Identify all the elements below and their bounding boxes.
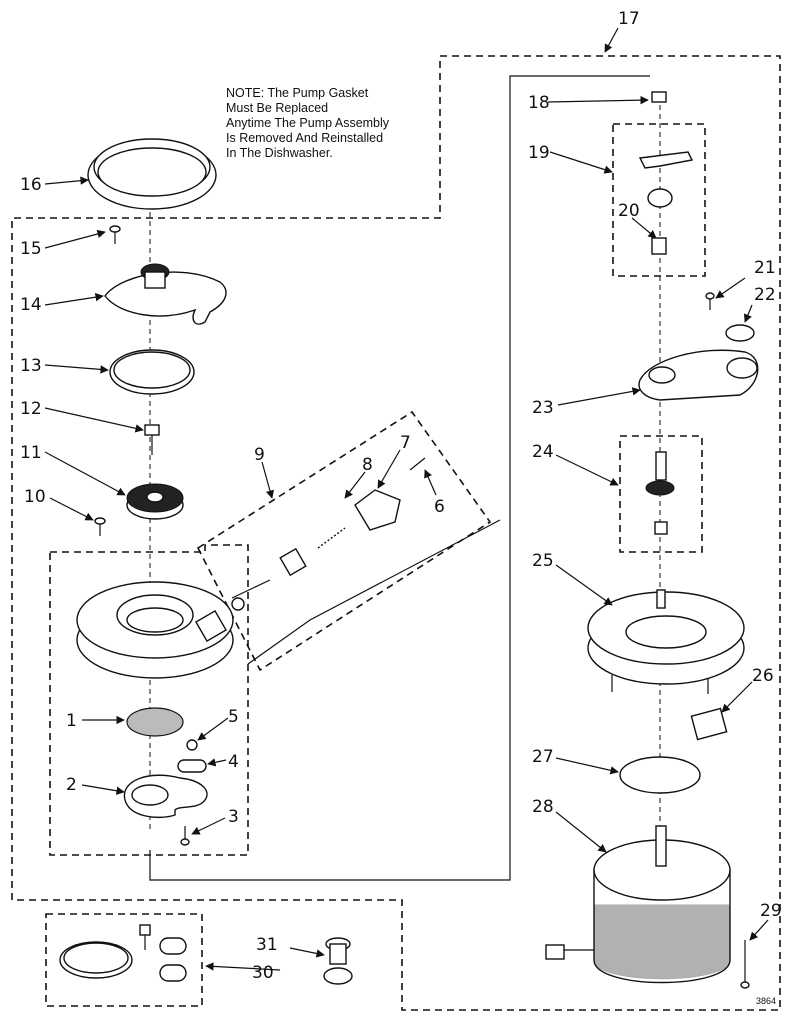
filter-screen-part-1 bbox=[126, 707, 184, 737]
callout-4: 4 bbox=[228, 752, 239, 772]
nut-part-18 bbox=[651, 91, 667, 103]
note-line-4: Is Removed And Reinstalled bbox=[226, 131, 383, 145]
callout-21: 21 bbox=[754, 258, 776, 278]
callout-23: 23 bbox=[532, 398, 554, 418]
callout-9: 9 bbox=[254, 445, 265, 465]
callout-27: 27 bbox=[532, 747, 554, 767]
gasket-kit-parts bbox=[59, 924, 187, 982]
bracket-subassembly-box bbox=[612, 123, 706, 277]
callout-15: 15 bbox=[20, 239, 42, 259]
callout-5: 5 bbox=[228, 707, 239, 727]
callout-14: 14 bbox=[20, 295, 42, 315]
pump-subassembly-box bbox=[49, 544, 249, 856]
bracket-part-2 bbox=[123, 774, 208, 819]
seal-part-4 bbox=[177, 759, 207, 773]
callout-7: 7 bbox=[400, 433, 411, 453]
screw-part-3 bbox=[180, 826, 190, 846]
callout-19: 19 bbox=[528, 143, 550, 163]
callout-2: 2 bbox=[66, 775, 77, 795]
shaft-seal-part-24 bbox=[645, 451, 675, 535]
callout-24: 24 bbox=[532, 442, 554, 462]
pump-motor-assembly-outline bbox=[11, 55, 781, 1011]
screw-part-10 bbox=[94, 517, 106, 536]
screw-part-15 bbox=[109, 225, 121, 244]
callout-1: 1 bbox=[66, 711, 77, 731]
drawing-code: 3864 bbox=[756, 996, 776, 1006]
disk-part-27 bbox=[619, 756, 701, 794]
callout-31: 31 bbox=[256, 935, 278, 955]
valve-subassembly-box bbox=[196, 410, 492, 672]
callout-3: 3 bbox=[228, 807, 239, 827]
callout-11: 11 bbox=[20, 443, 42, 463]
motor-part-28 bbox=[545, 825, 731, 984]
bracket-parts-19-20 bbox=[638, 151, 694, 255]
fitting-part-31 bbox=[323, 937, 353, 985]
callout-25: 25 bbox=[532, 551, 554, 571]
callout-10: 10 bbox=[24, 487, 46, 507]
pump-gasket-part bbox=[87, 138, 217, 210]
callout-18: 18 bbox=[528, 93, 550, 113]
o-ring-part-13 bbox=[109, 349, 195, 395]
callout-30: 30 bbox=[252, 963, 274, 983]
callout-12: 12 bbox=[20, 399, 42, 419]
callout-26: 26 bbox=[752, 666, 774, 686]
note-line-3: Anytime The Pump Assembly bbox=[226, 116, 390, 130]
callout-28: 28 bbox=[532, 797, 554, 817]
callout-29: 29 bbox=[760, 901, 782, 921]
ball-part-5 bbox=[186, 739, 198, 751]
gasket-kit-box bbox=[45, 913, 203, 1007]
connector-part-26 bbox=[690, 707, 728, 741]
pump-housing-part bbox=[76, 581, 234, 679]
callout-17: 17 bbox=[618, 9, 640, 29]
note-line-2: Must Be Replaced bbox=[226, 101, 328, 115]
bolt-part-12 bbox=[144, 424, 160, 455]
callout-22: 22 bbox=[754, 285, 776, 305]
callout-6: 6 bbox=[434, 497, 445, 517]
callout-8: 8 bbox=[362, 455, 373, 475]
pump-cover-part bbox=[104, 263, 227, 325]
note-line-1: NOTE: The Pump Gasket bbox=[226, 86, 369, 100]
note-line-5: In The Dishwasher. bbox=[226, 146, 333, 160]
seal-subassembly-box bbox=[619, 435, 703, 553]
support-plate-part-23 bbox=[638, 349, 759, 401]
callout-13: 13 bbox=[20, 356, 42, 376]
callout-20: 20 bbox=[618, 201, 640, 221]
screw-part-29 bbox=[740, 940, 750, 989]
callout-16: 16 bbox=[20, 175, 42, 195]
impeller-part-11 bbox=[126, 483, 184, 520]
pump-gasket-note: NOTE: The Pump Gasket Must Be Replaced A… bbox=[226, 86, 390, 160]
motor-mount-part-25 bbox=[587, 589, 745, 694]
valve-parts-6-8 bbox=[231, 457, 426, 611]
screw-and-ring-21-22 bbox=[705, 292, 755, 342]
connector-line-center bbox=[247, 519, 501, 665]
connector-line-left bbox=[149, 75, 650, 881]
